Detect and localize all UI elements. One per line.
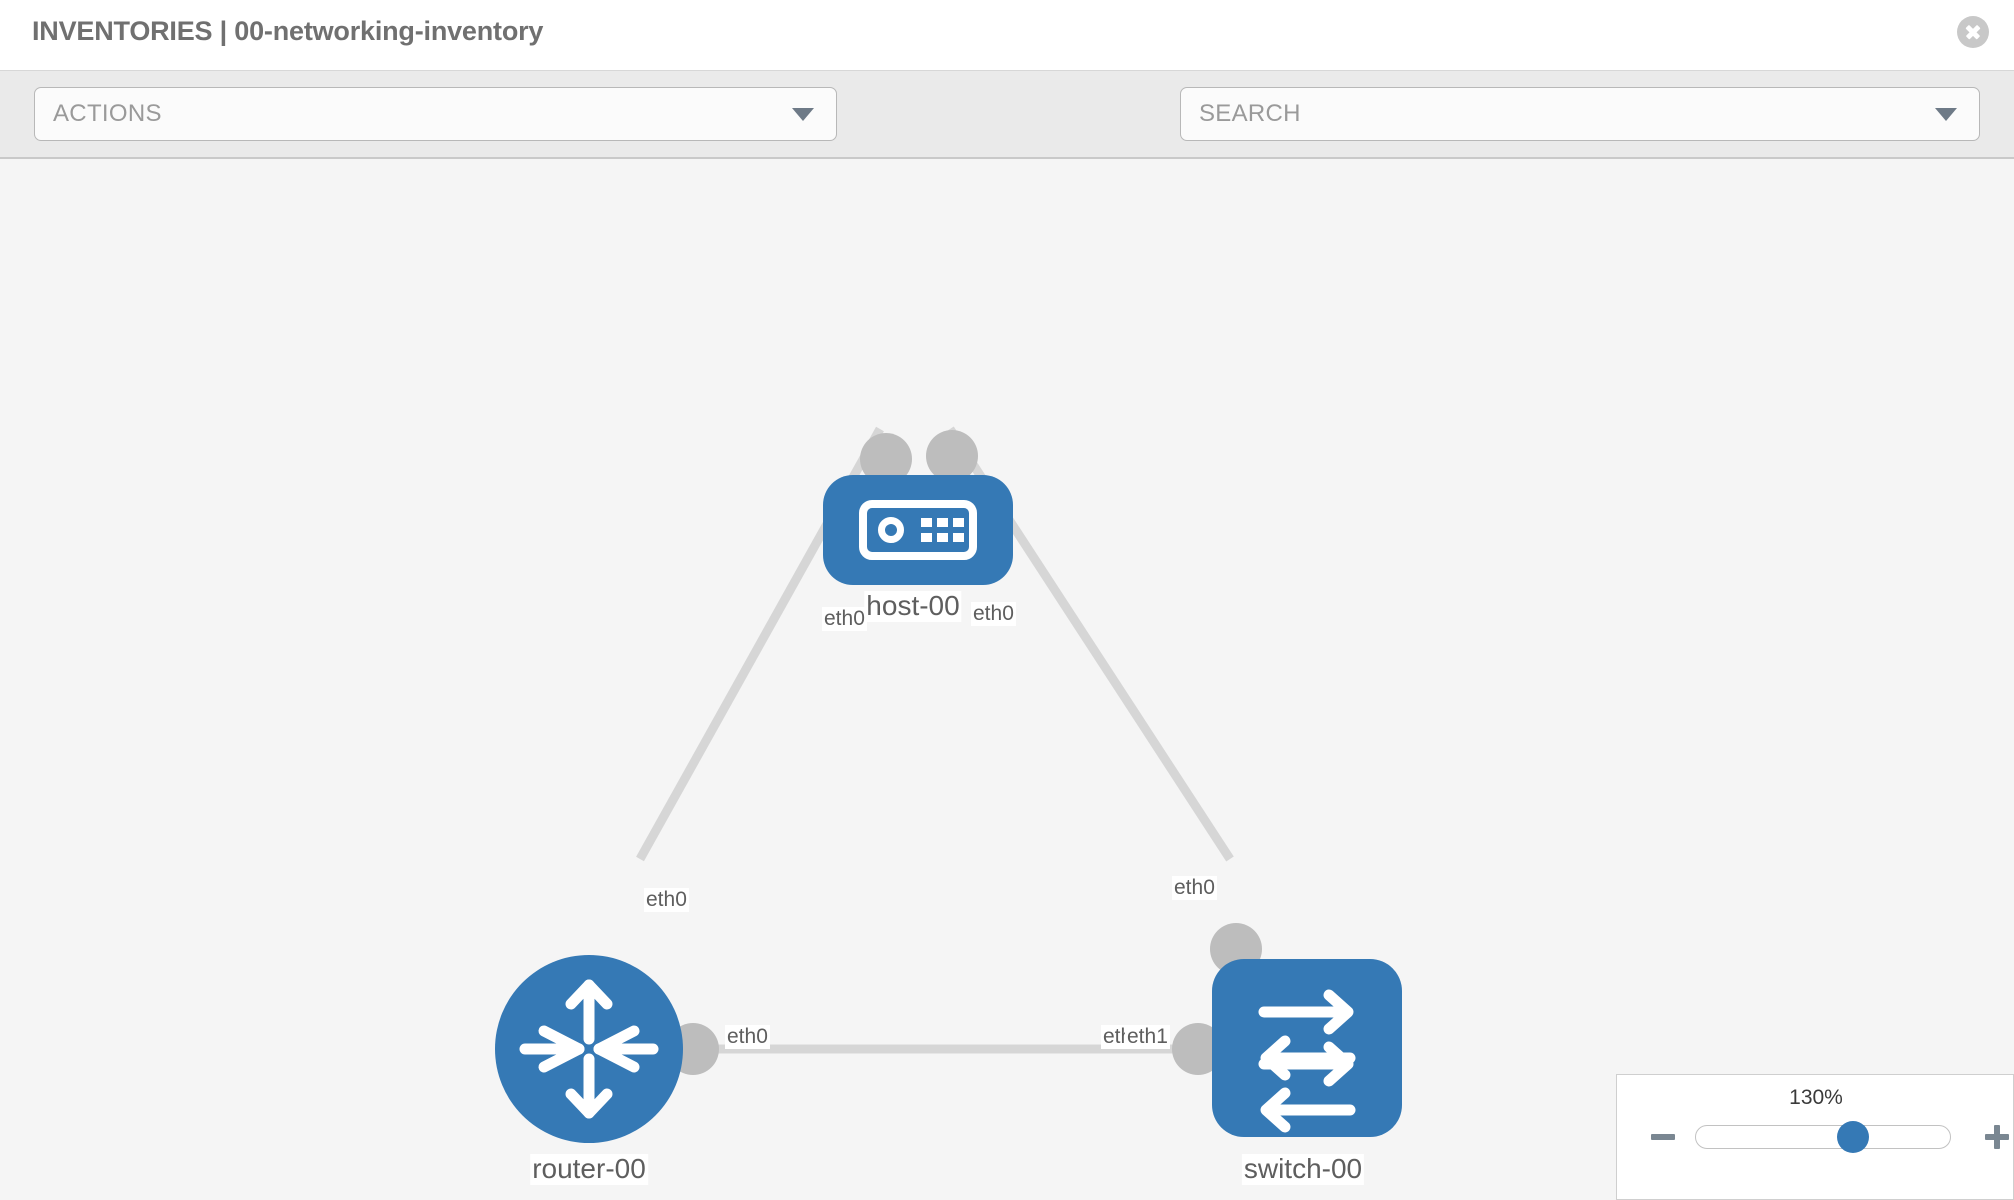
search-placeholder: SEARCH <box>1199 100 1301 127</box>
node-label-host-00: host-00 <box>864 590 962 622</box>
zoom-in-button[interactable] <box>1979 1119 2014 1155</box>
node-label-router-00: router-00 <box>530 1153 648 1185</box>
switch-arrows-icon <box>1258 989 1356 1133</box>
interface-label: eth0 <box>971 602 1016 627</box>
window-header: INVENTORIES | 00-networking-inventory <box>0 0 2014 70</box>
interface-label: eth0 <box>822 607 867 632</box>
toolbar: ACTIONS SEARCH <box>0 70 2014 199</box>
zoom-slider-thumb[interactable] <box>1837 1121 1870 1153</box>
node-host-00[interactable] <box>823 475 1013 585</box>
interface-label: eth0 <box>725 1025 770 1050</box>
node-label-switch-00: switch-00 <box>1241 1153 1365 1185</box>
zoom-control: 130% <box>1616 1074 2014 1200</box>
topology-canvas[interactable]: host-00 router-00 switch-00 eth0 eth0 et… <box>0 159 2014 1200</box>
interface-label: eth0 <box>1172 876 1217 901</box>
actions-dropdown[interactable]: ACTIONS <box>34 87 837 141</box>
interface-knob[interactable] <box>1172 1023 1224 1075</box>
topology-graph <box>495 426 1402 1143</box>
zoom-slider-row <box>1617 1119 2014 1155</box>
zoom-slider[interactable] <box>1695 1121 1951 1153</box>
page-title: INVENTORIES | 00-networking-inventory <box>32 16 544 46</box>
interface-knob[interactable] <box>860 433 912 485</box>
search-input[interactable]: SEARCH <box>1180 87 1980 141</box>
router-arrows-icon <box>519 979 659 1119</box>
chevron-down-icon <box>792 107 814 121</box>
zoom-level-value: 130% <box>1789 1086 1843 1109</box>
interface-label: eth1 <box>1125 1025 1170 1050</box>
server-icon <box>859 500 977 560</box>
interface-label: eth0 <box>644 888 689 913</box>
zoom-out-button[interactable] <box>1645 1119 1681 1155</box>
actions-dropdown-label: ACTIONS <box>53 100 162 127</box>
node-router-00[interactable] <box>495 955 683 1143</box>
close-icon[interactable] <box>1957 16 1989 48</box>
node-switch-00[interactable] <box>1212 959 1402 1137</box>
interface-knob[interactable] <box>926 430 978 482</box>
chevron-down-icon <box>1935 107 1957 121</box>
